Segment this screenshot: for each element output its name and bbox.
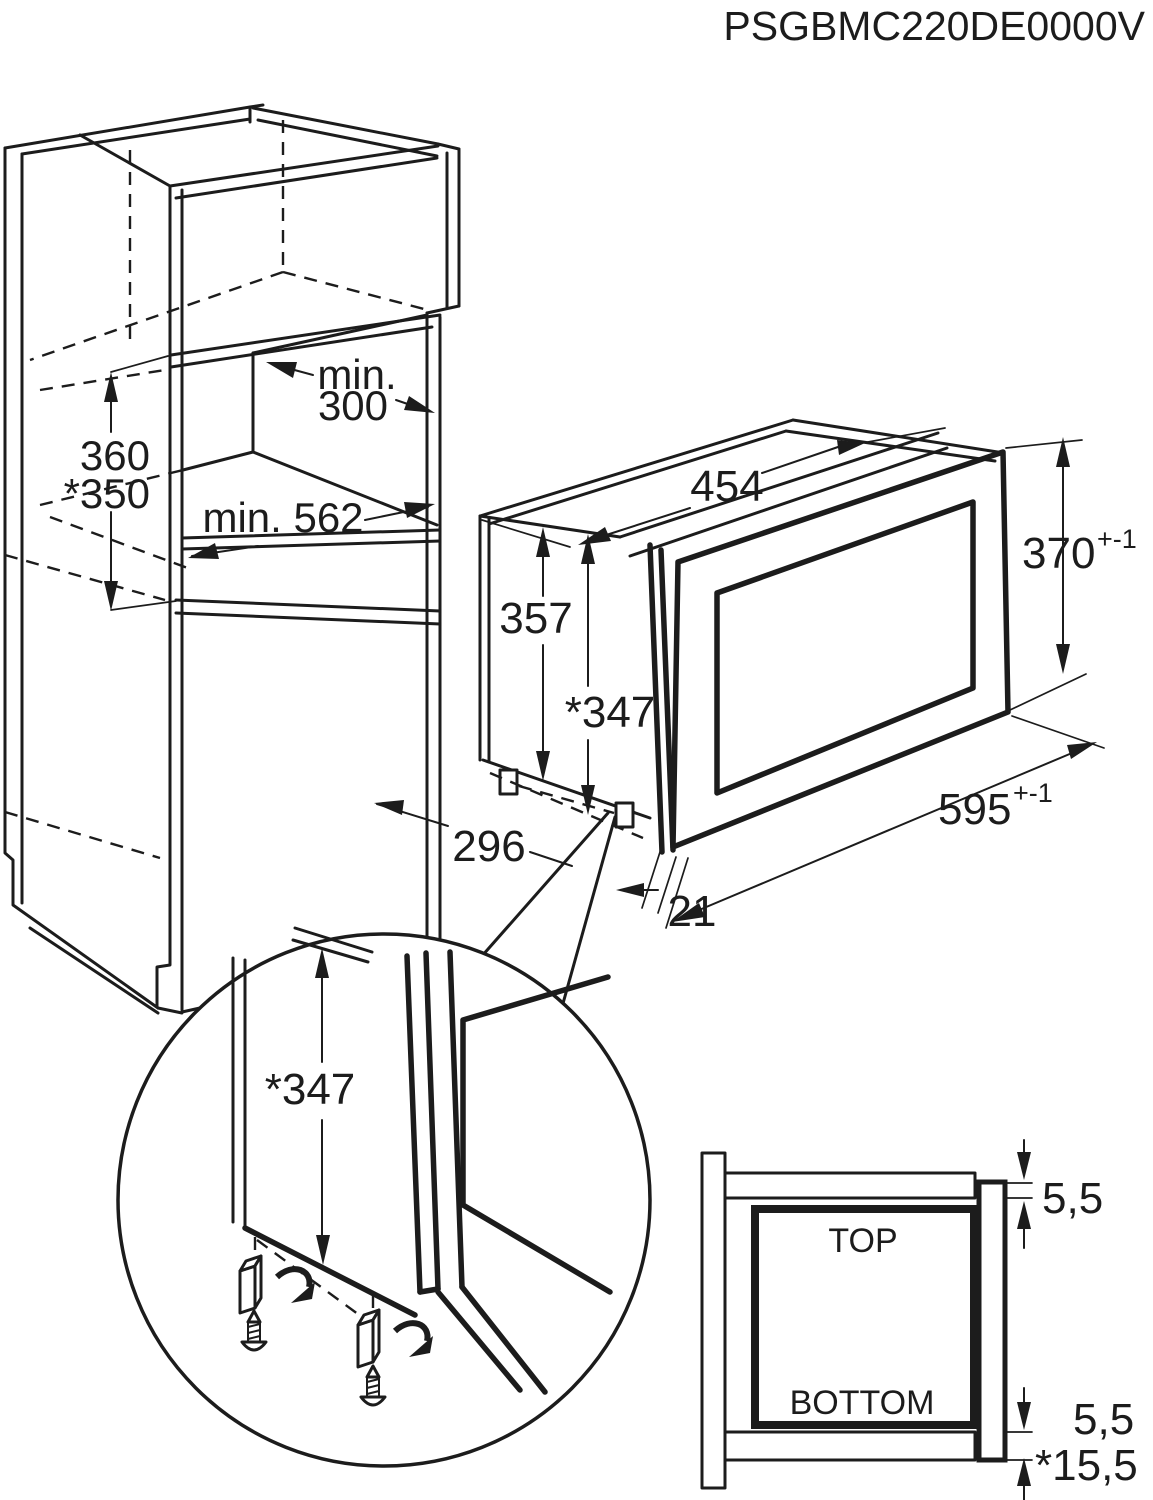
dim-section-gap-top: 5,5 (1004, 1139, 1103, 1249)
dim-oven-height-trimmed: *347 (565, 534, 656, 815)
screw-right-icon (359, 1364, 387, 1407)
dim-oven-depth-value: 296 (452, 822, 525, 871)
dim-section-offset-bottom-value: *15,5 (1035, 1441, 1138, 1490)
dim-niche-depth-label2: 300 (318, 382, 388, 429)
oven-foot-left (498, 768, 519, 796)
cabinet-hidden-lines (4, 120, 425, 860)
dim-detail-height-value: *347 (265, 1065, 356, 1114)
detail-oven-corner (231, 926, 613, 1395)
spacer-block-left (238, 1254, 263, 1315)
section-cavity-frame (751, 1205, 978, 1429)
rotate-arrow-left-icon (274, 1266, 315, 1303)
section-view: TOP BOTTOM 5,5 5,5 *15,5 (700, 1139, 1138, 1500)
section-top-label: TOP (828, 1222, 897, 1260)
oven-door (647, 449, 1011, 855)
dim-niche-height: 360 *350 (64, 355, 177, 611)
section-bottom-label: BOTTOM (790, 1384, 935, 1422)
dim-door-overhang: 21 (616, 851, 717, 936)
dim-door-height-tolerance: +-1 (1097, 524, 1137, 554)
dim-niche-width-value: min. 562 (202, 494, 363, 541)
cabinet-niche (169, 311, 442, 940)
dim-detail-height: *347 (265, 948, 356, 1265)
model-number: PSGBMC220DE0000V (723, 3, 1145, 49)
dim-door-height-value: 370 (1022, 529, 1095, 578)
dim-section-offset-bottom: *15,5 (1004, 1441, 1138, 1500)
cabinet-outline (3, 103, 461, 1015)
dim-door-width: 595 +-1 (665, 715, 1105, 929)
dim-door-overhang-value: 21 (668, 887, 717, 936)
dim-niche-height-value: 360 (80, 432, 150, 479)
dim-door-width-value: 595 (938, 785, 1011, 834)
section-side-panel (700, 1151, 727, 1490)
dim-door-height: 370 +-1 (1005, 437, 1137, 711)
dim-oven-width-value: 454 (690, 462, 763, 511)
dim-section-gap-bottom: 5,5 (1004, 1387, 1134, 1444)
oven-drawing: 454 357 *347 370 +-1 (374, 418, 1137, 1009)
dim-oven-height-trimmed-value: *347 (565, 688, 656, 737)
section-bottom-panel (723, 1430, 977, 1462)
cabinet-drawing: 360 *350 min. 300 min. 562 (3, 103, 461, 1015)
oven-body (478, 418, 1006, 840)
dim-oven-height-value: 357 (499, 594, 572, 643)
dim-section-gap-top-value: 5,5 (1042, 1174, 1103, 1223)
rotate-arrow-right-icon (392, 1320, 433, 1357)
dim-door-width-tolerance: +-1 (1013, 778, 1053, 808)
section-door-panel (976, 1179, 1008, 1463)
dim-oven-width: 454 (481, 427, 946, 548)
dim-niche-width: min. 562 (188, 494, 435, 559)
spacer-block-right (356, 1308, 381, 1369)
section-top-panel (723, 1171, 977, 1200)
detail-circle (116, 932, 652, 1468)
dim-niche-height-trimmed-value: *350 (64, 470, 150, 517)
dim-section-gap-bottom-value: 5,5 (1073, 1395, 1134, 1444)
dim-oven-depth: 296 (374, 800, 573, 871)
dim-niche-depth: min. 300 (266, 351, 435, 429)
dim-oven-height: 357 (499, 527, 573, 781)
screw-left-icon (240, 1309, 268, 1352)
detail-callout: *347 (116, 926, 652, 1468)
dim-niche-depth-label1: min. (317, 351, 396, 398)
oven-foot-right (614, 801, 635, 829)
